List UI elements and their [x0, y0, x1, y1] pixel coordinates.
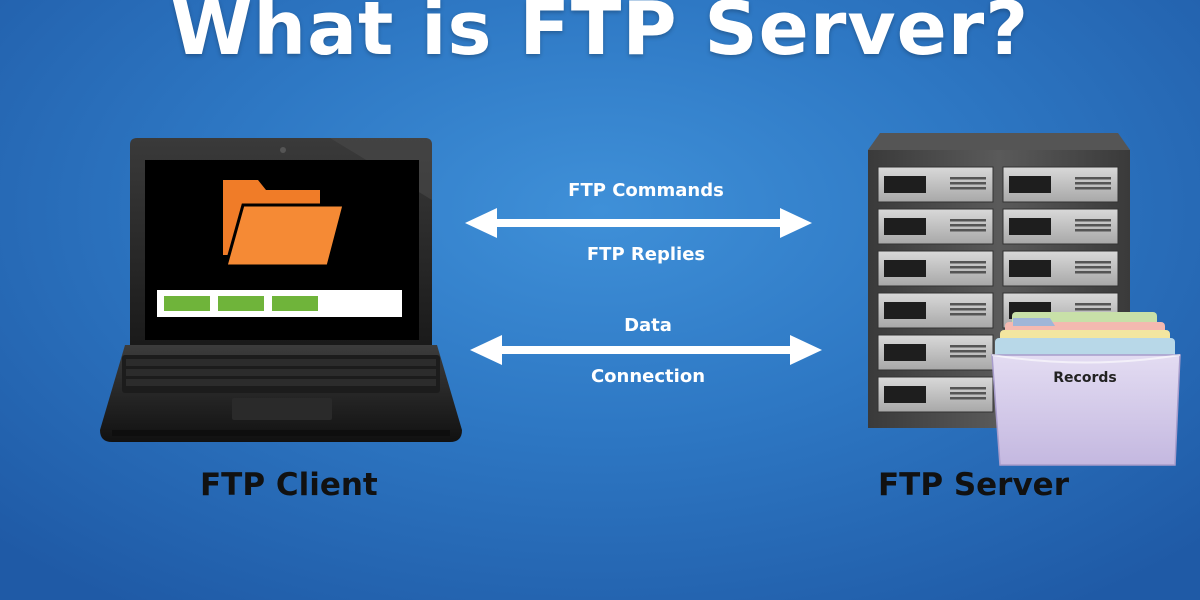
server-unit [1002, 250, 1119, 287]
records-label: Records [1053, 370, 1117, 386]
ftp-server-label: FTP Server [878, 467, 1069, 503]
ftp-replies-label: FTP Replies [586, 244, 706, 265]
data-label: Data [624, 315, 672, 336]
server-unit [877, 292, 994, 329]
page-title: What is FTP Server? [170, 0, 1030, 72]
ftp-commands-label: FTP Commands [568, 180, 724, 201]
progress-bar [157, 290, 402, 317]
records-folder-icon [991, 312, 1181, 466]
server-unit [877, 208, 994, 245]
double-arrow-icon [470, 335, 822, 365]
double-arrow-icon [465, 208, 812, 238]
connection-label: Connection [590, 366, 706, 387]
ftp-client-label: FTP Client [200, 467, 378, 503]
server-unit [1002, 166, 1119, 203]
server-unit [1002, 208, 1119, 245]
server-unit [877, 334, 994, 371]
server-unit [877, 166, 994, 203]
server-unit [877, 376, 994, 413]
folder-icon [223, 180, 346, 268]
server-unit [877, 250, 994, 287]
